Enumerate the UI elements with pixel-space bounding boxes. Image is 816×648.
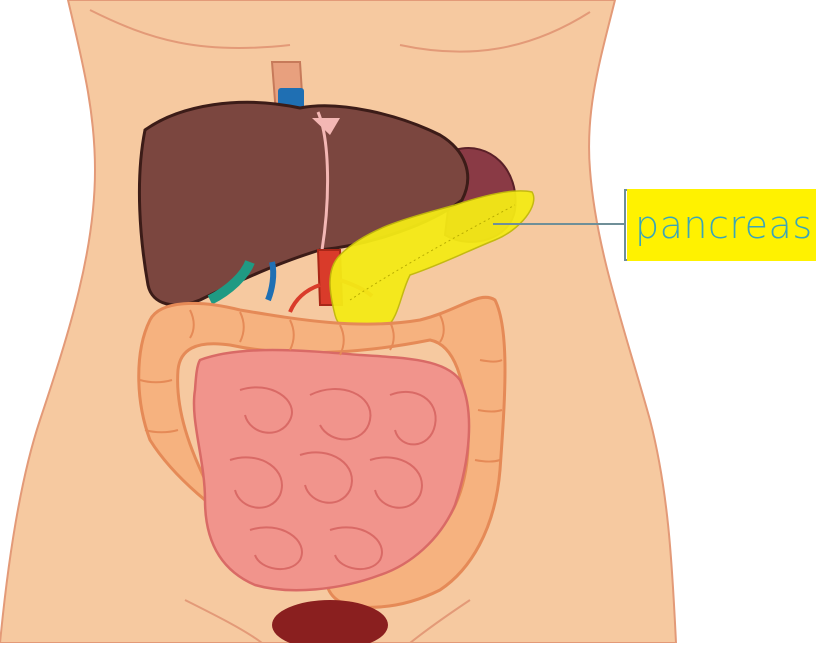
pancreas-label: pancreas [627, 189, 816, 261]
